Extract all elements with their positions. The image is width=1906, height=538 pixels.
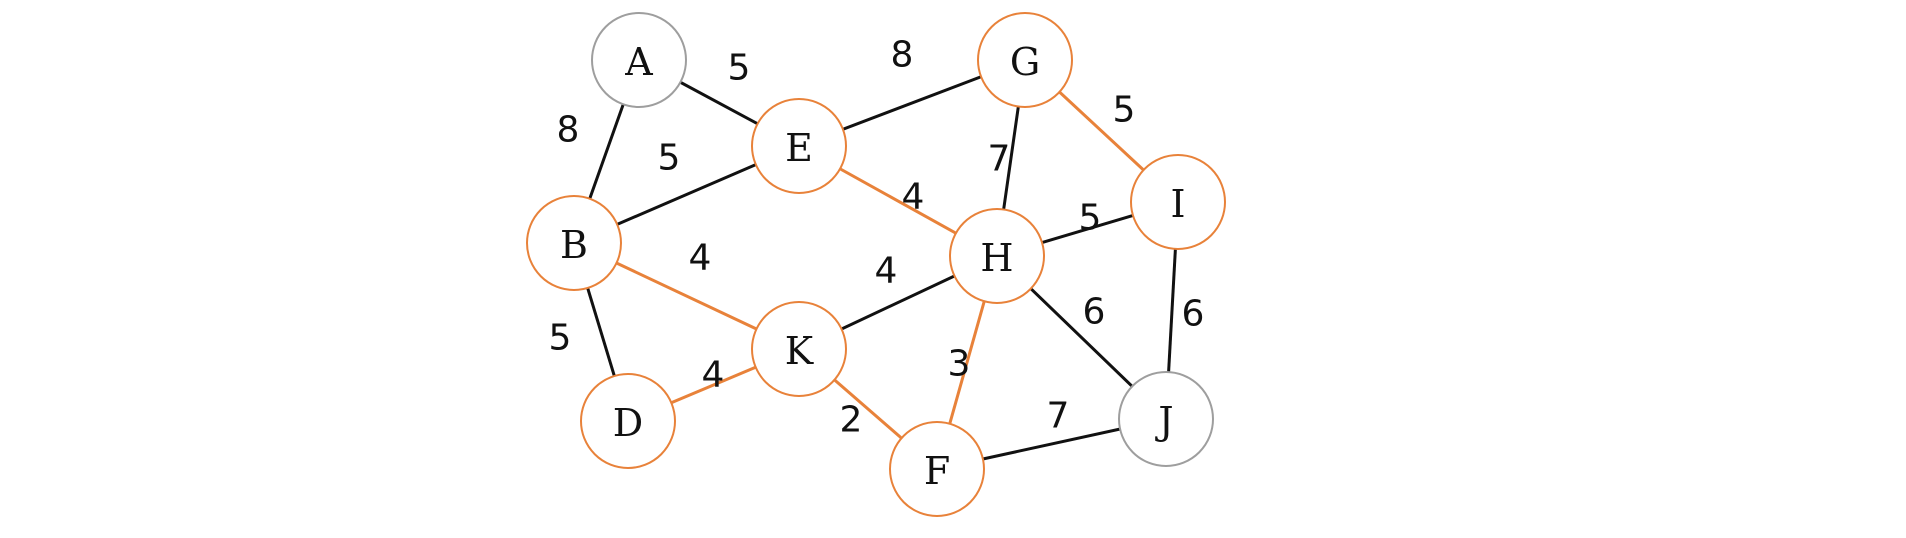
node-circle-e <box>751 98 847 194</box>
node-circle-f <box>889 421 985 517</box>
edge-weight-f-j: 7 <box>1047 396 1070 437</box>
edge-weight-g-i: 5 <box>1113 90 1136 131</box>
node-label-d: D <box>613 401 643 445</box>
node-label-b: B <box>560 223 588 267</box>
node-circle-h <box>949 208 1045 304</box>
node-label-h: H <box>980 236 1013 280</box>
node-h: H <box>949 208 1045 304</box>
edge-weight-g-h: 7 <box>988 139 1011 180</box>
node-circle-i <box>1130 154 1226 250</box>
edge-weight-i-j: 6 <box>1182 294 1205 335</box>
node-b: B <box>526 195 622 291</box>
node-circle-d <box>580 373 676 469</box>
edge-weight-e-h: 4 <box>902 177 925 218</box>
edge-weight-b-e: 5 <box>658 138 681 179</box>
edge-weight-b-k: 4 <box>689 238 712 279</box>
node-f: F <box>889 421 985 517</box>
node-circle-g <box>977 12 1073 108</box>
node-label-f: F <box>924 449 950 493</box>
node-g: G <box>977 12 1073 108</box>
node-label-i: I <box>1170 182 1185 226</box>
node-k: K <box>751 301 847 397</box>
edge-weight-e-g: 8 <box>891 35 914 76</box>
edge-weight-k-h: 4 <box>875 251 898 292</box>
node-label-a: A <box>624 40 653 84</box>
node-circle-k <box>751 301 847 397</box>
node-label-k: K <box>785 329 814 373</box>
edge-weight-d-k: 4 <box>702 355 725 396</box>
node-label-g: G <box>1010 40 1040 84</box>
node-label-e: E <box>785 126 813 170</box>
node-circle-a <box>591 12 687 108</box>
edge-weight-a-b: 8 <box>557 110 580 151</box>
node-a: A <box>591 12 687 108</box>
edge-weight-a-e: 5 <box>728 48 751 89</box>
edge-weight-h-f: 3 <box>948 344 971 385</box>
edge-weight-b-d: 5 <box>549 318 572 359</box>
edge-weight-k-f: 2 <box>840 400 863 441</box>
edge-weight-h-j: 6 <box>1083 292 1106 333</box>
node-circle-j <box>1118 371 1214 467</box>
node-e: E <box>751 98 847 194</box>
node-circle-b <box>526 195 622 291</box>
edge-weight-h-i: 5 <box>1079 198 1102 239</box>
node-i: I <box>1130 154 1226 250</box>
node-j: J <box>1118 371 1214 467</box>
nodes-layer: A B D E F G H I J K <box>526 12 1226 517</box>
node-d: D <box>580 373 676 469</box>
node-label-j: J <box>1154 399 1173 443</box>
